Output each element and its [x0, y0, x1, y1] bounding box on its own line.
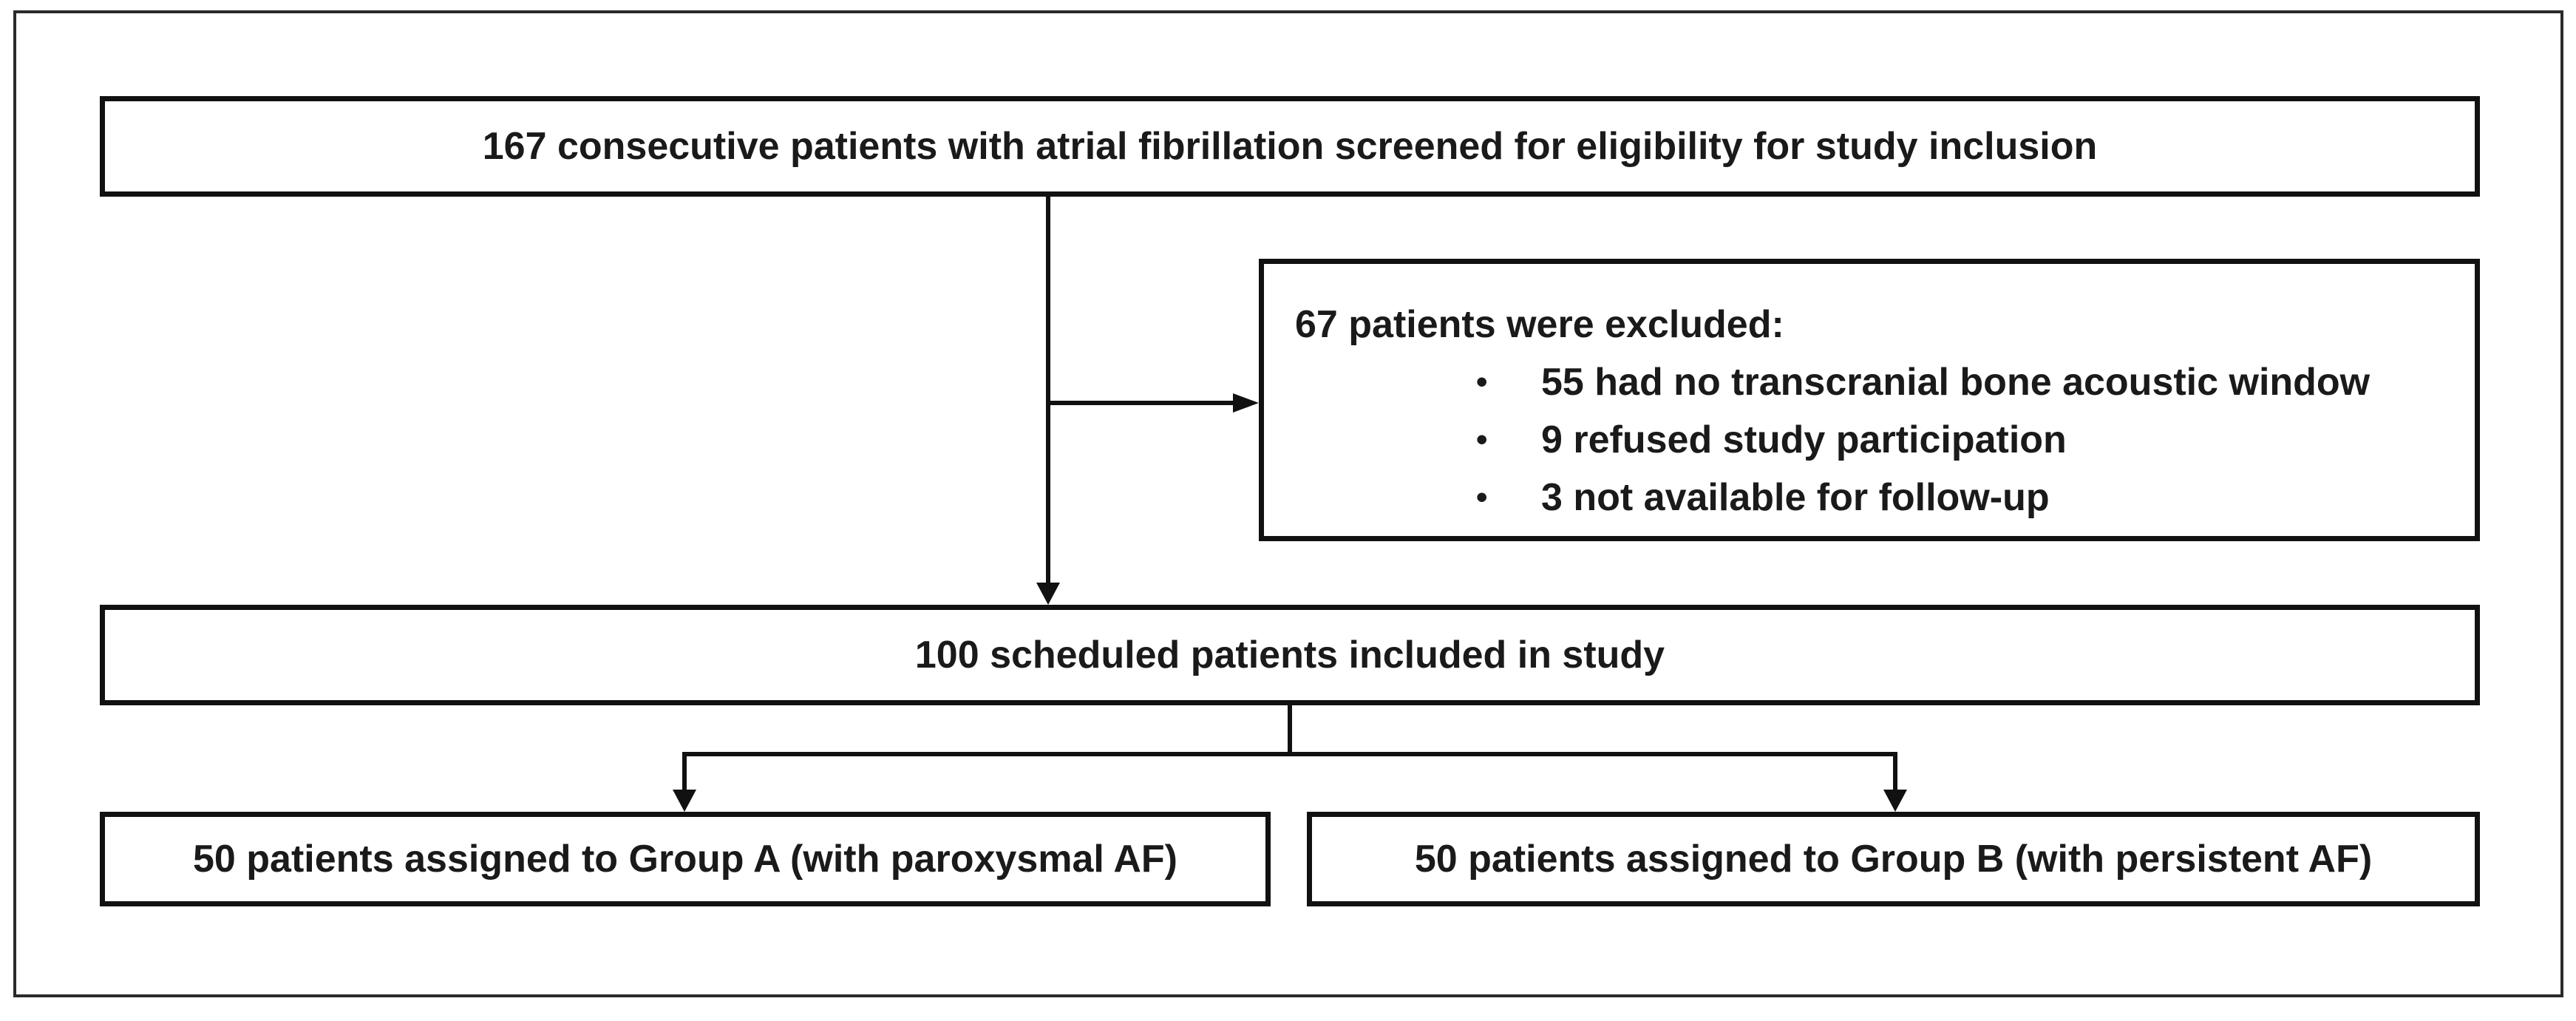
- exclusion-reasons-list: • 55 had no transcranial bone acoustic w…: [1295, 360, 2475, 520]
- exclusion-reason-text: 3 not available for follow-up: [1541, 476, 2050, 519]
- excluded-box: 67 patients were excluded: • 55 had no t…: [1259, 259, 2480, 541]
- arrowhead-to-excluded: [1233, 393, 1259, 413]
- arrowhead-to-group-a: [673, 790, 696, 812]
- group-a-box: 50 patients assigned to Group A (with pa…: [100, 812, 1271, 906]
- exclusion-reason-text: 9 refused study participation: [1541, 418, 2067, 461]
- screened-text: 167 consecutive patients with atrial fib…: [482, 125, 2098, 168]
- exclusion-reason: • 3 not available for follow-up: [1476, 475, 2475, 520]
- exclusion-reason: • 55 had no transcranial bone acoustic w…: [1476, 360, 2475, 404]
- bullet-icon: •: [1476, 479, 1488, 515]
- included-box: 100 scheduled patients included in study: [100, 605, 2480, 705]
- exclusion-reason-text: 55 had no transcranial bone acoustic win…: [1541, 361, 2371, 404]
- arrowhead-to-group-b: [1883, 790, 1907, 812]
- screened-box: 167 consecutive patients with atrial fib…: [100, 96, 2480, 197]
- exclusion-reason: • 9 refused study participation: [1476, 418, 2475, 462]
- group-b-box: 50 patients assigned to Group B (with pe…: [1307, 812, 2480, 906]
- bullet-icon: •: [1476, 421, 1488, 458]
- excluded-title: 67 patients were excluded:: [1295, 303, 1784, 346]
- group-b-text: 50 patients assigned to Group B (with pe…: [1414, 838, 2373, 881]
- figure-frame: [13, 10, 2563, 997]
- bullet-icon: •: [1476, 364, 1488, 400]
- arrowhead-to-included: [1036, 583, 1060, 605]
- group-a-text: 50 patients assigned to Group A (with pa…: [193, 838, 1177, 881]
- included-text: 100 scheduled patients included in study: [914, 634, 1665, 676]
